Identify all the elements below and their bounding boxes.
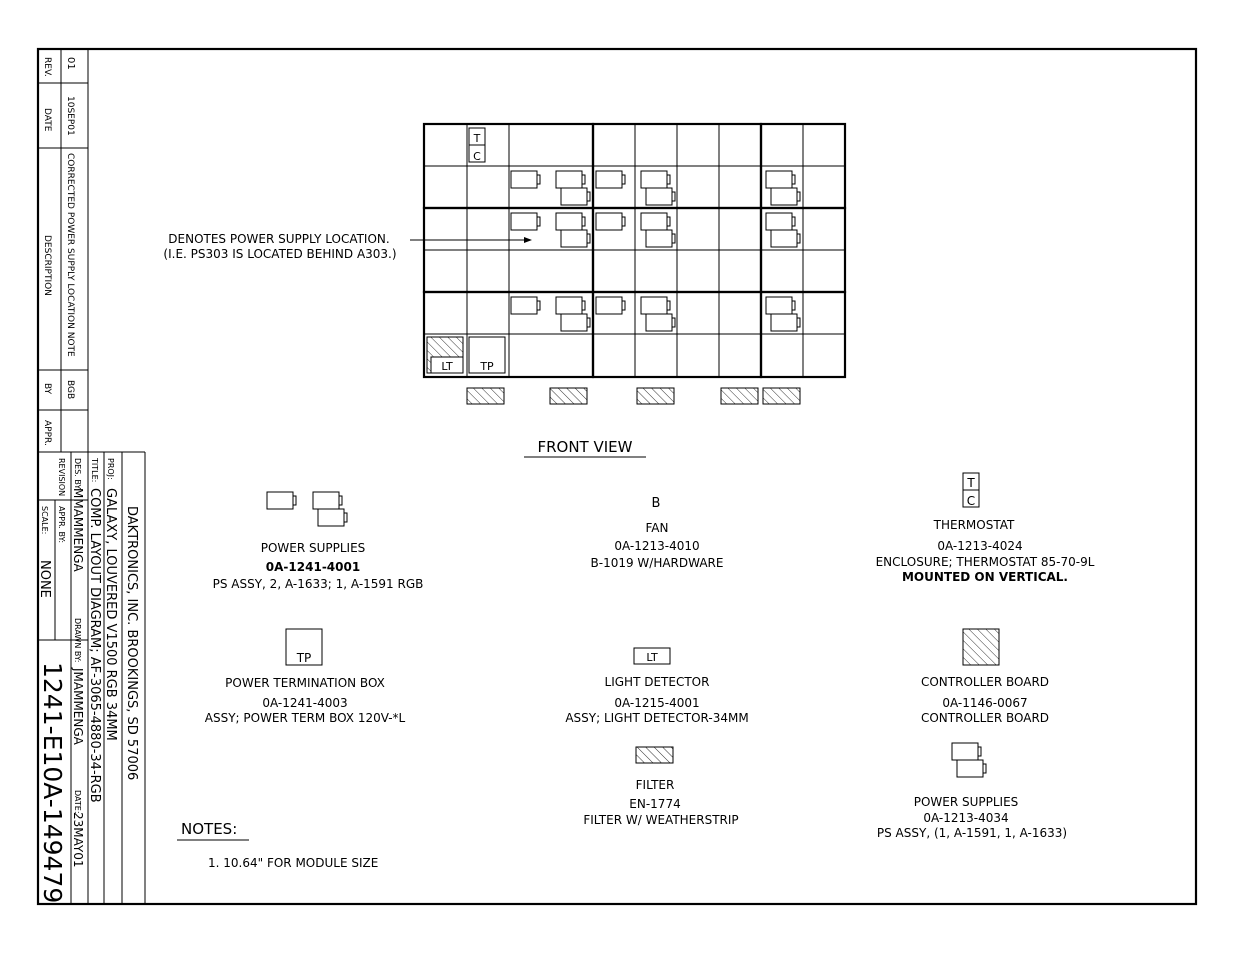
scale-label: SCALE: <box>40 506 49 534</box>
appr-label: APPR. BY: <box>57 506 66 543</box>
drawing-date: 23MAY01 <box>71 812 85 868</box>
svg-text:PS ASSY, (1, A-1591, 1, A-1633: PS ASSY, (1, A-1591, 1, A-1633) <box>877 826 1067 840</box>
des-label: DES. BY: <box>73 458 82 491</box>
appr-header: APPR. <box>42 420 52 446</box>
svg-text:TP: TP <box>296 651 312 665</box>
legend-power-supplies-1: POWER SUPPLIES 0A-1241-4001 PS ASSY, 2, … <box>213 491 424 591</box>
svg-text:LIGHT DETECTOR: LIGHT DETECTOR <box>605 675 710 689</box>
thermostat-symbol-grid: T C <box>468 127 486 163</box>
svg-text:FILTER W/ WEATHERSTRIP: FILTER W/ WEATHERSTRIP <box>583 813 738 827</box>
svg-text:PS ASSY, 2, A-1633; 1, A-1591: PS ASSY, 2, A-1633; 1, A-1591 RGB <box>213 577 424 591</box>
controller-lt-grid: LT <box>426 336 464 374</box>
filters-row <box>466 387 801 405</box>
scale-value: NONE <box>37 560 52 598</box>
by-header: BY <box>42 383 52 395</box>
svg-text:CONTROLLER BOARD: CONTROLLER BOARD <box>921 675 1049 689</box>
tp-label-grid: TP <box>479 360 494 373</box>
svg-text:C: C <box>473 150 481 163</box>
svg-text:0A-1213-4024: 0A-1213-4024 <box>937 539 1022 553</box>
svg-text:0A-1146-0067: 0A-1146-0067 <box>942 696 1027 710</box>
drawn-label: DRAWN BY: <box>73 618 82 662</box>
callout-line-2: (I.E. PS303 IS LOCATED BEHIND A303.) <box>163 247 396 261</box>
legend-power-termination-box: TP POWER TERMINATION BOX 0A-1241-4003 AS… <box>205 628 406 725</box>
svg-text:MOUNTED ON VERTICAL.: MOUNTED ON VERTICAL. <box>902 570 1068 584</box>
note-item-1: 1. 10.64" FOR MODULE SIZE <box>208 856 378 870</box>
date-value: 10SEP01 <box>65 96 75 136</box>
svg-text:0A-1241-4003: 0A-1241-4003 <box>262 696 347 710</box>
revision-section-label: REVISION <box>57 458 66 496</box>
svg-text:0A-1241-4001: 0A-1241-4001 <box>266 560 360 574</box>
svg-text:THERMOSTAT: THERMOSTAT <box>933 518 1015 532</box>
legend-filter: FILTER EN-1774 FILTER W/ WEATHERSTRIP <box>583 746 739 827</box>
description-header: DESCRIPTION <box>42 235 52 296</box>
notes-title: NOTES: <box>181 820 237 838</box>
svg-text:FILTER: FILTER <box>636 778 675 792</box>
tp-box-grid: TP <box>468 336 506 374</box>
legend-light-detector: LT LIGHT DETECTOR 0A-1215-4001 ASSY; LIG… <box>565 647 749 725</box>
svg-text:POWER SUPPLIES: POWER SUPPLIES <box>261 541 366 555</box>
callout-line-1: DENOTES POWER SUPPLY LOCATION. <box>168 232 389 246</box>
legend-power-supplies-2: POWER SUPPLIES 0A-1213-4034 PS ASSY, (1,… <box>877 742 1067 840</box>
company-name: DAKTRONICS, INC. BROOKINGS, SD 57006 <box>124 506 139 780</box>
svg-text:C: C <box>967 494 975 508</box>
legend-controller-board: CONTROLLER BOARD 0A-1146-0067 CONTROLLER… <box>921 628 1049 725</box>
power-supply-locations <box>510 170 801 332</box>
legend-thermostat: T C THERMOSTAT 0A-1213-4024 ENCLOSURE; T… <box>876 472 1095 584</box>
drawing-border <box>36 47 1198 906</box>
svg-text:ASSY; LIGHT DETECTOR-34MM: ASSY; LIGHT DETECTOR-34MM <box>565 711 748 725</box>
svg-text:ASSY; POWER TERM BOX 120V-*L: ASSY; POWER TERM BOX 120V-*L <box>205 711 406 725</box>
svg-text:T: T <box>966 476 975 490</box>
svg-text:ENCLOSURE; THERMOSTAT 85-70-9L: ENCLOSURE; THERMOSTAT 85-70-9L <box>876 555 1095 569</box>
fan-symbol: B <box>652 496 661 511</box>
svg-text:T: T <box>473 132 481 145</box>
title-label: TITLE: <box>90 457 99 482</box>
description-value: CORRECTED POWER SUPPLY LOCATION NOTE <box>65 153 75 357</box>
svg-text:POWER TERMINATION BOX: POWER TERMINATION BOX <box>225 676 385 690</box>
svg-text:LT: LT <box>646 651 658 664</box>
lt-label-grid: LT <box>441 360 453 373</box>
svg-text:POWER SUPPLIES: POWER SUPPLIES <box>914 795 1019 809</box>
project-name: GALAXY, LOUVERED V1500 RGB 34MM <box>103 488 118 741</box>
drafter: JMAMMENGA <box>71 667 85 746</box>
title-block: DAKTRONICS, INC. BROOKINGS, SD 57006 PRO… <box>37 451 146 904</box>
svg-text:EN-1774: EN-1774 <box>629 797 680 811</box>
svg-text:FAN: FAN <box>646 521 669 535</box>
ps-location-callout: DENOTES POWER SUPPLY LOCATION. (I.E. PS3… <box>163 232 532 261</box>
revision-block: REV. DATE DESCRIPTION BY APPR. 01 10SEP0… <box>38 49 89 453</box>
designer: MMAMMENGA <box>71 488 85 572</box>
front-view-title: FRONT VIEW <box>537 438 632 456</box>
front-view-grid: T C <box>422 122 847 405</box>
date-label: DATE: <box>73 790 82 814</box>
rev-header: REV. <box>42 57 52 77</box>
svg-text:CONTROLLER BOARD: CONTROLLER BOARD <box>921 711 1049 725</box>
date-header: DATE <box>42 108 52 132</box>
proj-label: PROJ: <box>106 458 115 480</box>
drawing-title: COMP. LAYOUT DIAGRAM; AF-3065-4880-34-RG… <box>87 488 102 803</box>
rev-value: 01 <box>65 57 76 70</box>
drawing-number: 1241-E10A-149479 <box>38 662 67 903</box>
svg-text:0A-1213-4034: 0A-1213-4034 <box>923 811 1008 825</box>
by-value: BGB <box>65 380 75 399</box>
notes-section: NOTES: 1. 10.64" FOR MODULE SIZE <box>177 820 378 870</box>
svg-text:0A-1213-4010: 0A-1213-4010 <box>614 539 699 553</box>
svg-text:B-1019 W/HARDWARE: B-1019 W/HARDWARE <box>591 556 724 570</box>
legend-fan: B FAN 0A-1213-4010 B-1019 W/HARDWARE <box>591 496 724 570</box>
svg-text:0A-1215-4001: 0A-1215-4001 <box>614 696 699 710</box>
